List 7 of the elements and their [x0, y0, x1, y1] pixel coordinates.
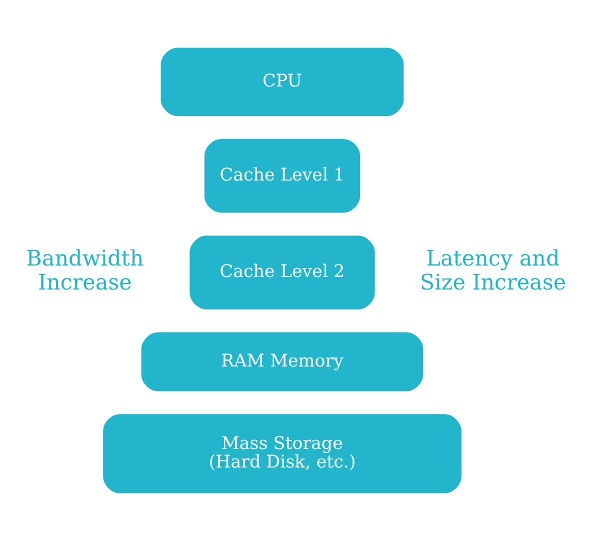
node-box: Cache Level 2	[190, 236, 375, 310]
label: Bandwidth Increase	[26, 246, 144, 296]
node-box: RAM Memory	[141, 332, 424, 392]
label: Latency and Size Increase	[420, 246, 566, 296]
node-box: Cache Level 1	[204, 138, 360, 213]
node-box: CPU	[160, 48, 404, 116]
node-box: Mass Storage (Hard Disk, etc.)	[103, 414, 462, 494]
